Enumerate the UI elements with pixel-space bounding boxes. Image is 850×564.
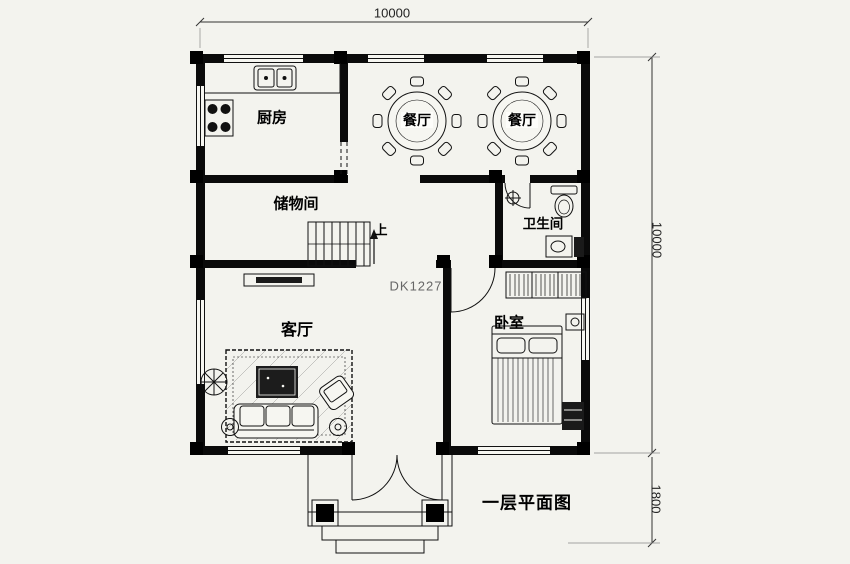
room-label-bedroom: 卧室: [493, 314, 525, 332]
porch-steps-icon: [307, 511, 453, 554]
structural-columns: [190, 51, 590, 455]
kitchen-sink-icon: [253, 65, 297, 91]
bed-icon: [491, 325, 563, 425]
bathroom-fixtures: [505, 185, 584, 258]
toilet-icon: [550, 185, 578, 218]
armchair-icon: [319, 375, 355, 411]
bathroom-sink-icon: [545, 235, 584, 258]
plant-icon: [200, 368, 228, 396]
window-icon: [195, 53, 591, 456]
entry-door-icon: [351, 454, 443, 501]
stairs-icon: [307, 221, 371, 267]
dresser-icon: [562, 402, 584, 430]
stairs-up-label: 上: [374, 222, 388, 238]
interior-door-icon: [450, 182, 531, 313]
porch-column-icon: [311, 499, 339, 527]
dimension-lines: [195, 17, 660, 548]
porch-column-icon: [421, 499, 449, 527]
coffee-table-icon: [256, 366, 298, 398]
room-label-dining-right: 餐厅: [506, 112, 538, 128]
room-label-dining-left: 餐厅: [401, 112, 433, 128]
dining-chair-icon: [372, 76, 462, 166]
tv-cabinet-icon: [243, 273, 315, 287]
stove-icon: [204, 99, 234, 137]
room-label-kitchen: 厨房: [256, 109, 288, 127]
dining-chair-icon: [477, 76, 567, 166]
living-furniture: [200, 273, 355, 443]
floor-lamp-icon: [329, 418, 347, 436]
side-table-icon: [221, 418, 239, 436]
porch: [307, 455, 453, 554]
bedroom-furniture: [491, 271, 587, 430]
plan-title: 一层平面图: [482, 493, 572, 513]
room-label-storage: 储物间: [273, 195, 319, 213]
sofa-icon: [233, 403, 319, 439]
shower-icon: [505, 190, 521, 206]
room-label-living: 客厅: [280, 322, 314, 339]
stairs-up-arrow-icon: [370, 229, 378, 264]
wardrobe-icon: [505, 271, 587, 299]
dimension-top-width: 10000: [373, 5, 411, 21]
dimension-right-height: 10000: [649, 221, 665, 259]
kitchen-opening-dashes: [340, 142, 348, 175]
dimension-porch-depth: 1800: [648, 484, 664, 514]
room-label-bathroom: 卫生间: [522, 216, 564, 232]
nightstand-icon: [565, 313, 585, 331]
kitchen-counter-icon: [204, 63, 341, 137]
plan-code: DK1227: [389, 278, 443, 294]
